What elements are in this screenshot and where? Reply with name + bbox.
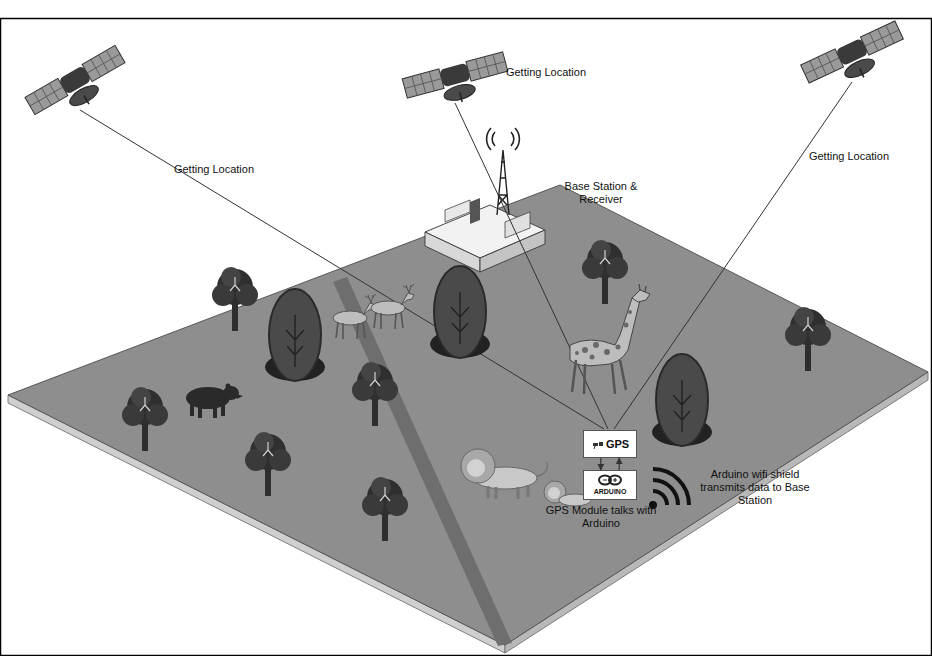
annotation-text: Arduino wifi shield transmits data to Ba… <box>688 468 822 507</box>
data-arrow <box>619 458 620 470</box>
base-station <box>425 128 545 272</box>
giraffe <box>570 284 650 394</box>
module-name: ARDUINO <box>594 487 627 496</box>
ground <box>8 185 928 653</box>
lion <box>461 449 591 506</box>
wifi-symbol <box>649 469 689 509</box>
signal-line <box>80 82 852 429</box>
annotation-text: Base Station & Receiver <box>557 180 645 206</box>
bush <box>265 266 712 446</box>
gps-module-box: GPS <box>583 430 637 458</box>
module-name: GPS <box>606 438 629 451</box>
annotation-text: GPS Module talks with Arduino <box>538 504 664 530</box>
arduino-logo <box>597 474 623 486</box>
data-arrow <box>600 458 601 470</box>
annotation-text: Getting Location <box>490 66 602 79</box>
annotation-text: Getting Location <box>158 163 270 176</box>
arduino-box: ARDUINO <box>583 470 637 500</box>
satellite <box>25 21 911 130</box>
tree <box>122 240 831 541</box>
deer <box>333 284 414 339</box>
gps-icon <box>591 438 605 450</box>
annotation-text: Getting Location <box>790 150 908 163</box>
bear <box>186 384 243 419</box>
frame <box>1 19 932 656</box>
